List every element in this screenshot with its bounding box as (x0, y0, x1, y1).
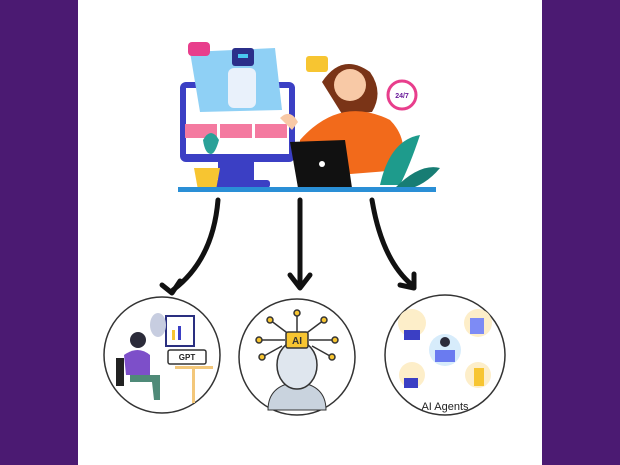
arrow-left (170, 197, 221, 293)
monitor-illustration (180, 42, 295, 190)
desk (178, 187, 436, 192)
circle-ai-head: AI (238, 298, 356, 416)
circle-chatgpt-user: GPT (103, 296, 221, 414)
arrows (159, 197, 417, 296)
clock-icon (386, 79, 418, 111)
circuit-icon (255, 309, 339, 361)
chat-bubble-icon (306, 56, 328, 72)
ai-agents-label: AI Agents (421, 401, 469, 413)
arrow-right (369, 197, 415, 288)
clock-label: 24/7 (395, 93, 409, 100)
gpt-label: GPT (179, 353, 196, 362)
circle-ai-agents: AI Agents (384, 294, 506, 416)
chat-bubble-icon (188, 42, 210, 56)
woman-illustration: 24/7 (280, 56, 440, 190)
ai-label: AI (292, 336, 302, 347)
